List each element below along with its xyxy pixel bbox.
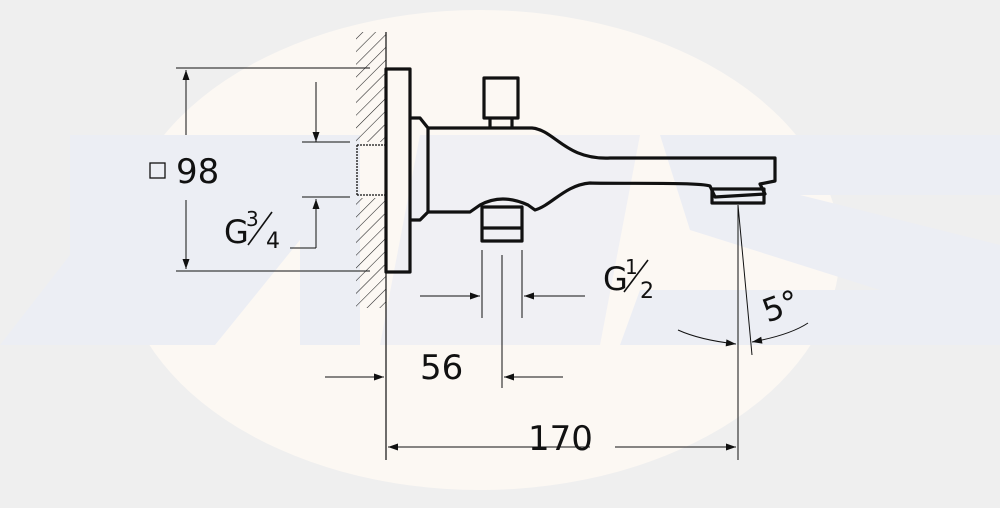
square-symbol-icon	[149, 162, 166, 179]
dimension-lines	[176, 67, 809, 460]
outlet-thread-den: 2	[640, 279, 654, 304]
watermark	[0, 10, 1000, 490]
wall-thread-slash	[247, 211, 273, 246]
rosette-plate	[384, 67, 412, 274]
outlet-nipple	[480, 205, 524, 243]
wall-thread-base: G	[224, 213, 249, 251]
outlet-thread-num: 1	[625, 255, 638, 279]
projection-label: 170	[528, 419, 593, 459]
diverter-knob	[482, 76, 520, 120]
outlet-offset-label: 56	[420, 348, 463, 388]
rosette-size-label: 98	[176, 152, 219, 192]
wall-thread-den: 4	[266, 229, 280, 254]
aerator	[710, 187, 766, 205]
outlet-thread-slash	[623, 259, 649, 293]
wall-thread-num: 3	[246, 207, 259, 231]
spout-body	[384, 67, 777, 274]
